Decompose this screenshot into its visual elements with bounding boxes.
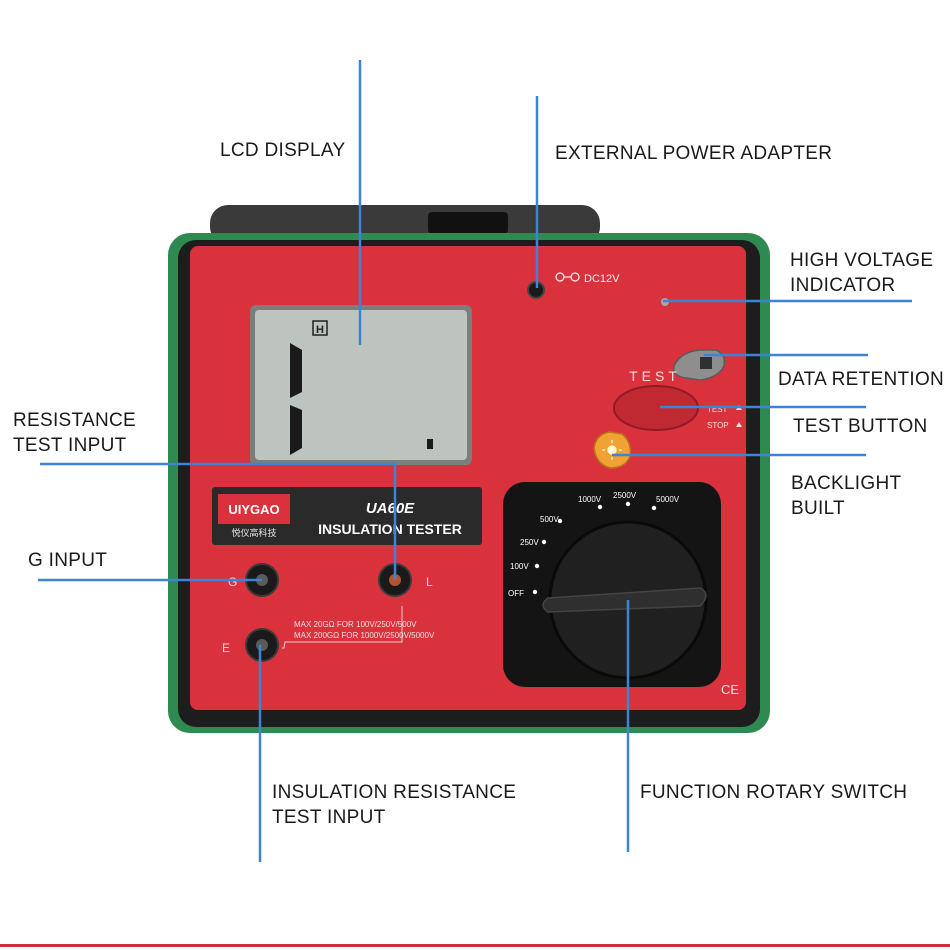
brand-logo-box — [218, 494, 290, 524]
model-name: UA60E — [366, 500, 415, 517]
bottom-rule — [0, 944, 950, 947]
terminal-l-label: L — [426, 575, 433, 589]
test-legend: TEST — [707, 405, 728, 414]
dial-position-1000v: 1000V — [578, 495, 602, 504]
dial-position-off: OFF — [508, 589, 524, 598]
hold-button-icon — [700, 357, 712, 369]
rotary-switch-grip — [542, 587, 707, 613]
sun-icon — [602, 440, 622, 460]
dial-position-2500v: 2500V — [613, 491, 637, 500]
stop-legend: STOP — [707, 421, 729, 430]
lcd-digit — [290, 343, 302, 455]
label-resistance-2: TEST INPUT — [13, 435, 127, 456]
dc-label: DC12V — [584, 273, 620, 285]
label-function-rotary-switch: FUNCTION ROTARY SWITCH — [640, 782, 908, 803]
ce-mark: CE — [721, 682, 739, 697]
dial-position-5000v: 5000V — [656, 495, 680, 504]
dial-position-250v: 250V — [520, 538, 539, 547]
lcd-display — [255, 310, 467, 460]
product-name: INSULATION TESTER — [318, 521, 462, 537]
lcd-hold-box — [312, 320, 328, 336]
label-high-voltage-2: INDICATOR — [790, 275, 896, 296]
range-note-2: MAX 200GΩ FOR 1000V/2500V/5000V — [294, 631, 435, 640]
brand-name: UIYGAO — [228, 502, 279, 517]
label-high-voltage-1: HIGH VOLTAGE — [790, 250, 934, 271]
label-g-input: G INPUT — [28, 550, 108, 571]
dial-position-100v: 100V — [510, 562, 529, 571]
terminal-e-label: E — [222, 641, 230, 655]
brand-subtitle: 悦仪高科技 — [231, 527, 276, 538]
label-test-button: TEST BUTTON — [793, 416, 928, 437]
label-backlight-1: BACKLIGHT — [791, 473, 902, 494]
label-lcd-display: LCD DISPLAY — [220, 140, 346, 161]
terminal-g-label: G — [228, 575, 237, 589]
range-bracket — [282, 606, 403, 649]
terminal-e-jack[interactable] — [245, 628, 279, 662]
test-key-label: TEST — [629, 368, 681, 384]
label-external-power-adapter: EXTERNAL POWER ADAPTER — [555, 143, 833, 164]
handle-clip — [428, 212, 508, 234]
dc-polarity-icon — [555, 272, 580, 282]
lcd-hold-glyph: H — [316, 324, 324, 336]
range-note-1: MAX 20GΩ FOR 100V/250V/500V — [294, 620, 417, 629]
label-insulation-1: INSULATION RESISTANCE — [272, 782, 517, 803]
dial-position-500v: 500V — [540, 515, 559, 524]
lcd-dot — [427, 439, 433, 449]
stop-arrow-icon — [736, 422, 742, 427]
dial-markers — [532, 501, 657, 595]
leader-lines — [38, 60, 912, 862]
leader-resistance — [40, 462, 397, 580]
label-resistance-1: RESISTANCE — [13, 410, 137, 431]
label-data-retention: DATA RETENTION — [778, 369, 945, 390]
label-backlight-2: BUILT — [791, 498, 845, 519]
label-insulation-2: TEST INPUT — [272, 807, 386, 828]
